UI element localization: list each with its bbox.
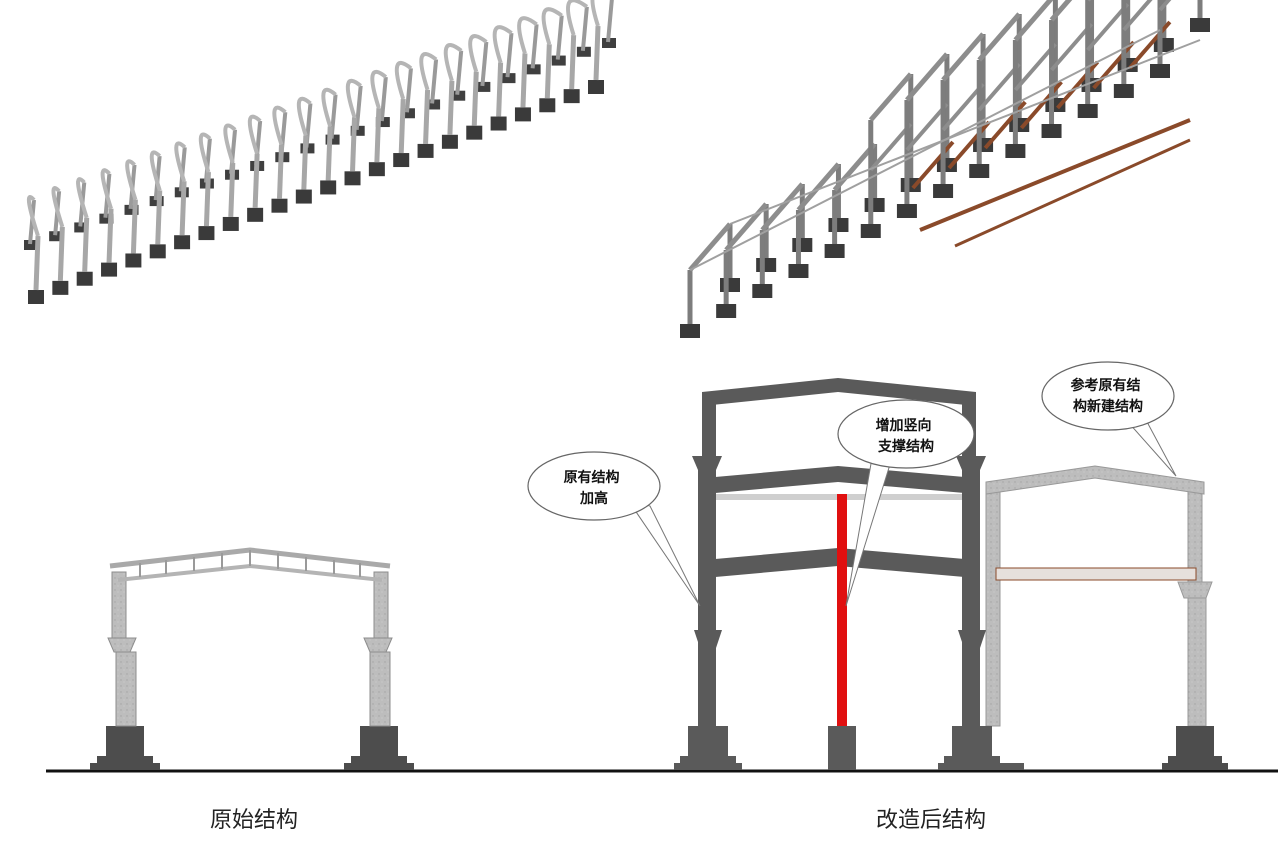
callout-raise-line2: 加高 (579, 490, 608, 507)
frame-unit (860, 72, 921, 238)
callout-brace-line1: 增加竖向 (876, 417, 932, 434)
frame-unit (514, 16, 541, 122)
frame-unit (1077, 0, 1138, 118)
svg-text:原有结构 加高: 原有结构 加高 (564, 469, 625, 507)
frame-unit (539, 7, 566, 113)
frame-unit (344, 78, 365, 186)
column-left (107, 571, 137, 727)
frame-unit (933, 32, 994, 198)
new-beam (919, 118, 1191, 232)
new-beam (954, 138, 1191, 248)
callout-brace-line2: 支撑结构 (877, 438, 934, 455)
new-build-structure (985, 465, 1228, 770)
tie-beam (689, 29, 1161, 271)
footing-left (90, 726, 160, 770)
frame-unit (174, 141, 191, 250)
caption-original: 原始结构 (210, 808, 299, 833)
tie-beam (729, 39, 1201, 225)
frame-unit (969, 12, 1030, 178)
callout-newbuild: 参考原有结 构新建结构 (1041, 361, 1177, 477)
column-right (363, 571, 393, 727)
original-frame-elevation (90, 547, 414, 770)
frame-unit (563, 0, 591, 104)
roof-truss (109, 547, 391, 582)
modified-frames-3d-view (680, 0, 1210, 338)
callout-newbuild-line2: 构新建结构 (1073, 398, 1143, 415)
frame-unit (1113, 0, 1174, 98)
frame-unit (393, 61, 415, 168)
modified-frame-elevation (674, 378, 1228, 770)
frame-unit (124, 159, 142, 268)
frame-unit (1150, 0, 1210, 78)
frame-unit (788, 162, 849, 278)
frame-unit (417, 52, 441, 158)
frame-unit (222, 123, 240, 231)
frame-unit (198, 132, 215, 241)
original-frames-3d-view (24, 0, 616, 304)
vertical-brace-column (837, 494, 847, 726)
frame-unit (588, 0, 616, 94)
footing-right (344, 726, 414, 770)
frame-unit (247, 114, 265, 222)
svg-text:增加竖向 支撑结构: 增加竖向 支撑结构 (876, 417, 937, 455)
frame-unit (466, 34, 491, 140)
frame-unit (24, 195, 44, 304)
callout-newbuild-line1: 参考原有结 (1071, 377, 1141, 394)
callout-raise: 原有结构 加高 (527, 451, 701, 607)
frame-unit (320, 87, 340, 195)
frame-unit (490, 25, 516, 131)
frame-unit (149, 150, 166, 259)
frame-unit (99, 168, 118, 277)
frame-unit (368, 70, 390, 177)
frame-unit (49, 186, 69, 295)
callout-brace: 增加竖向 支撑结构 (837, 399, 975, 607)
frame-unit (271, 105, 290, 213)
frame-unit (824, 142, 885, 258)
frame-unit (295, 96, 315, 204)
callout-raise-line1: 原有结构 (564, 469, 620, 486)
frame-unit (74, 177, 93, 286)
frame-unit (896, 52, 957, 218)
frame-unit (441, 43, 466, 149)
caption-modified: 改造后结构 (876, 808, 987, 833)
svg-text:参考原有结 构新建结构: 参考原有结 构新建结构 (1071, 377, 1146, 415)
